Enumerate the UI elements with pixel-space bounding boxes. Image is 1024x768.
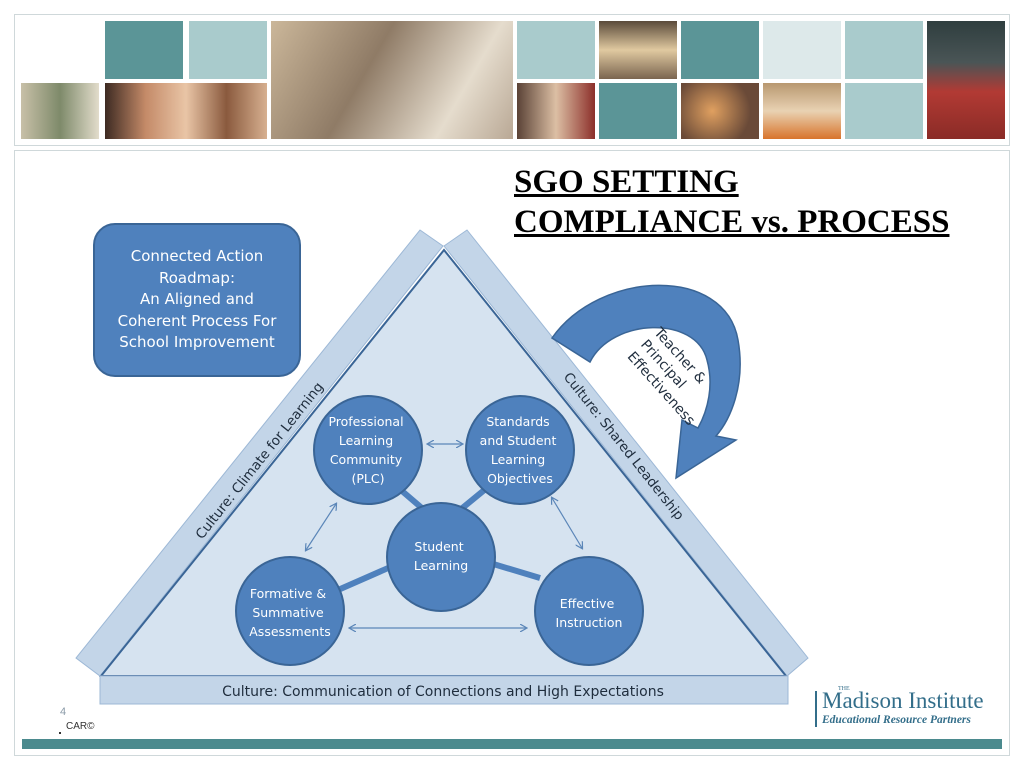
node-formative-circle [235, 556, 345, 666]
node-standards-line-4: Objectives [487, 471, 553, 486]
photo-student-tile [599, 21, 677, 79]
node-plc-line-3: Community [330, 452, 403, 467]
photo-boy-tile [763, 83, 841, 139]
photo-class-tile [517, 83, 595, 139]
teal-tile [105, 21, 183, 79]
photo-blur-tile [681, 83, 759, 139]
node-plc-line-1: Professional [328, 414, 403, 429]
logo-prefix: THE [838, 686, 850, 692]
node-student-line-2: Learning [414, 558, 468, 573]
light-teal-tile [845, 83, 923, 139]
node-plc-circle [313, 395, 423, 505]
photo-students-tile [105, 83, 267, 139]
copyright-label: CAR© [66, 721, 95, 732]
node-instruction-line-1: Effective [560, 596, 615, 611]
node-instruction-line-2: Instruction [556, 615, 623, 630]
pale-teal-tile [763, 21, 841, 79]
roadmap-line-1: Connected Action [130, 247, 264, 266]
roadmap-line-3: An Aligned and [140, 290, 254, 309]
arrow-standards-instruction [552, 498, 582, 548]
node-formative-line-2: Summative [252, 605, 324, 620]
photo-teacher-red-tile [927, 21, 1005, 139]
triangle-right-band [443, 229, 809, 677]
node-student-circle [386, 502, 496, 612]
page-number: 4 [60, 706, 67, 718]
node-formative-line-3: Assessments [249, 624, 331, 639]
triangle-base-band [99, 675, 789, 705]
node-plc-label: Professional Learning Community (PLC) [328, 414, 407, 486]
bullet-dot [59, 732, 61, 734]
curved-arrow [550, 284, 741, 480]
node-plc-line-2: Learning [339, 433, 393, 448]
roadmap-line-2: Roadmap: [158, 268, 236, 287]
node-standards-line-1: Standards [486, 414, 549, 429]
light-teal-tile [189, 21, 267, 79]
light-teal-tile [845, 21, 923, 79]
roadmap-line-5: School Improvement [119, 333, 275, 352]
node-formative-label: Formative & Summative Assessments [249, 586, 331, 639]
connector-instruction [489, 560, 541, 581]
node-instruction-label: Effective Instruction [556, 596, 623, 630]
arrow-plc-formative [306, 504, 336, 550]
node-formative-line-1: Formative & [250, 586, 327, 601]
node-plc-line-4: (PLC) [352, 471, 385, 486]
teal-tile [681, 21, 759, 79]
node-student-label: Student Learning [414, 539, 468, 573]
triangle-base-label: Culture: Communication of Connections an… [222, 684, 664, 700]
node-instruction-circle [534, 556, 644, 666]
node-standards-line-2: and Student [480, 433, 557, 448]
node-standards-line-3: Learning [491, 452, 545, 467]
photo-teacher-large-tile [271, 21, 513, 139]
teal-tile [599, 83, 677, 139]
photo-library-tile [21, 83, 99, 139]
node-student-line-1: Student [414, 539, 463, 554]
connector-formative [336, 562, 397, 593]
light-teal-tile [517, 21, 595, 79]
node-standards-circle [465, 395, 575, 505]
logo-subtitle: Educational Resource Partners [822, 714, 971, 726]
logo-name: Madison Institute [822, 688, 984, 713]
footer-bar [22, 739, 1002, 749]
roadmap-line-4: Coherent Process For [117, 311, 277, 330]
logo-divider [815, 691, 817, 727]
photo-banner [14, 14, 1010, 146]
slide-title-line-2: COMPLIANCE vs. PROCESS [514, 204, 950, 240]
node-standards-label: Standards and Student Learning Objective… [480, 414, 561, 486]
slide-title-line-1: SGO SETTING [514, 164, 739, 200]
roadmap-box: Connected Action Roadmap: An Aligned and… [93, 223, 301, 377]
